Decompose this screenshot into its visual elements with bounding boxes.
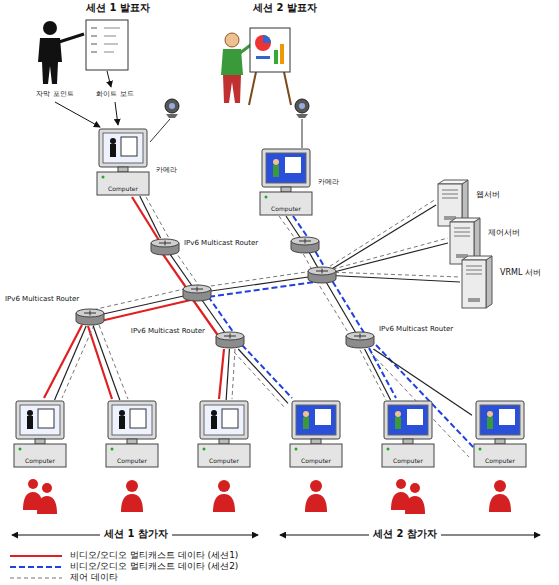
pointer-arrow: [107, 71, 111, 87]
router-node: IPv6 Multicast Router: [75, 308, 105, 326]
server-label: 제어서버: [488, 228, 520, 237]
network-connector: [93, 326, 120, 400]
participant-figure: [23, 479, 511, 514]
server-node: VRML 서버: [460, 254, 494, 310]
pointer-arrow: [115, 102, 118, 125]
server-icon: [460, 254, 494, 310]
easel-chart: [249, 28, 291, 105]
computer-node: Computer: [12, 400, 68, 468]
network-connector: [55, 326, 87, 400]
network-connector: [238, 349, 288, 403]
pointer-arrow: [55, 102, 100, 127]
computer-node: Computer: [380, 400, 436, 468]
network-connector: [226, 349, 229, 400]
computer-node: Computer: [104, 400, 160, 468]
presenter-title: 세션 1 발표자: [86, 2, 150, 14]
computer-node: Computer: [258, 148, 314, 216]
router-node: IPv6 Multicast Router: [150, 238, 180, 256]
control-stream: [62, 197, 469, 457]
computer-label: Computer: [108, 186, 138, 193]
network-connector: [365, 349, 391, 400]
participant-title: 세션 2 참가자: [369, 528, 441, 540]
router-icon: [150, 238, 180, 256]
computer-node: Computer: [288, 400, 344, 468]
presenter-figure: [221, 33, 252, 103]
computer-node: Computer: [196, 400, 252, 468]
router-label: IPv6 Multicast Router: [131, 327, 205, 335]
router-icon: [308, 267, 336, 283]
router-label: IPv6 Multicast Router: [5, 295, 79, 303]
presenter-title: 세션 2 발표자: [253, 2, 317, 14]
router-node: IPv6 Multicast Router: [345, 331, 375, 349]
router-label: IPv6 Multicast Router: [379, 325, 453, 333]
computer-label: Computer: [485, 458, 515, 465]
server-label: 웹서버: [476, 190, 500, 199]
router-icon: [215, 331, 245, 349]
computer-label: Computer: [271, 206, 301, 213]
webcam-icon: [295, 99, 309, 148]
webcam-icon: [150, 99, 179, 142]
legend-sample: [10, 555, 62, 557]
router-icon: [291, 237, 319, 253]
presenter-figure: [38, 21, 84, 84]
annotation-label: 카메라: [156, 166, 177, 174]
network-connector: [140, 196, 161, 238]
computer-label: Computer: [393, 458, 423, 465]
annotation-label: 화이트 보드: [96, 90, 133, 98]
computer-label: Computer: [117, 458, 147, 465]
annotation-label: 자막 포인트: [36, 90, 73, 98]
legend-label: 비디오/오디오 멀티캐스트 데이타 (세션2): [70, 561, 238, 571]
legend-label: 비디오/오디오 멀티캐스트 데이타 (세션1): [70, 550, 238, 560]
participant-title: 세션 1 참가자: [100, 528, 172, 540]
session2-stream: [200, 216, 475, 449]
computer-label: Computer: [25, 458, 55, 465]
router-label: IPv6 Multicast Router: [184, 239, 258, 247]
router-icon: [75, 308, 105, 326]
computer-label: Computer: [209, 458, 239, 465]
computer-node: Computer: [95, 128, 151, 196]
computer-node: Computer: [472, 400, 528, 468]
legend-label: 제어 데이타: [70, 572, 118, 582]
whiteboard-panel: [86, 20, 128, 70]
network-link: [90, 205, 460, 340]
annotation-label: 카메라: [318, 178, 339, 186]
router-icon: [183, 285, 211, 301]
server-label: VRML 서버: [500, 268, 541, 277]
computer-label: Computer: [301, 458, 331, 465]
legend-sample: [10, 578, 62, 579]
router-node: IPv6 Multicast Router: [215, 331, 245, 349]
router-icon: [345, 331, 375, 349]
legend-sample: [10, 566, 62, 568]
